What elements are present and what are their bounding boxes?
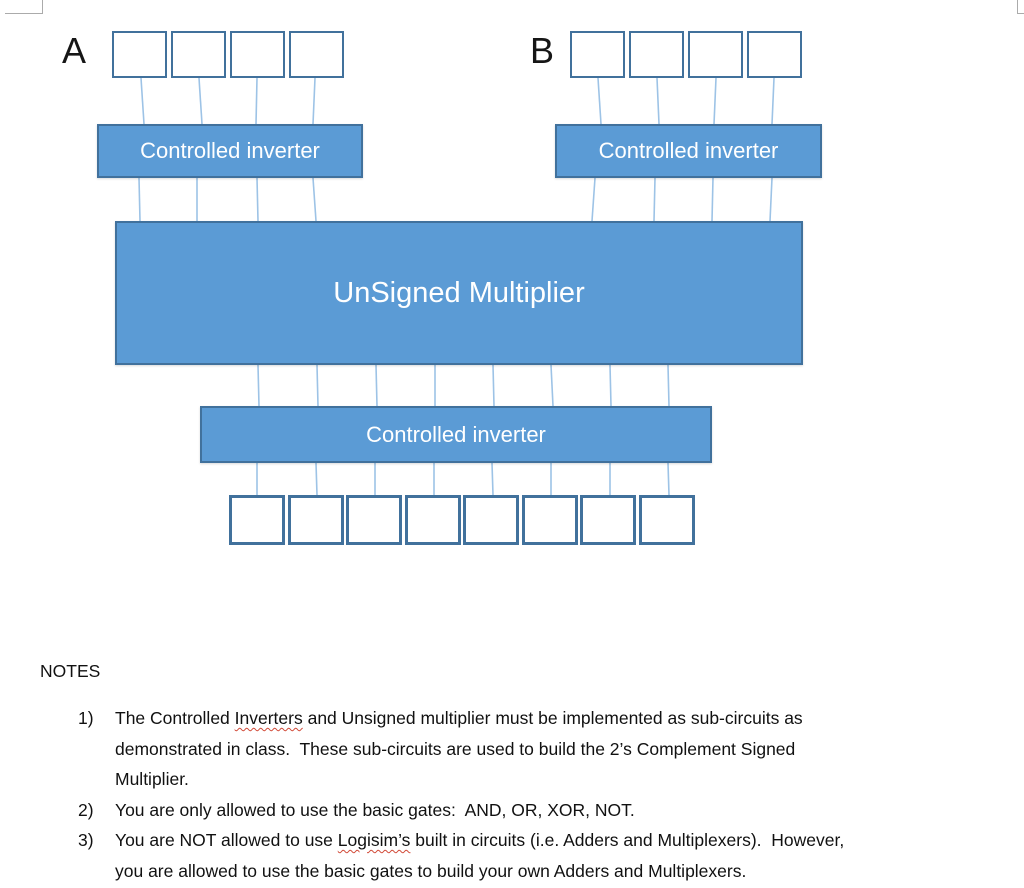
note-line: Multiplier. [115, 769, 189, 789]
bit-box [463, 495, 519, 545]
bit-box [404, 495, 461, 545]
note-line: demonstrated in class. These sub-circuit… [115, 738, 796, 759]
note-text: The Controlled [115, 708, 235, 728]
bit-box [747, 31, 802, 78]
note-line: You are NOT allowed to use Logisim’s bui… [115, 825, 1008, 856]
bit-box [688, 31, 743, 78]
unsigned-multiplier-label: UnSigned Multiplier [333, 276, 585, 309]
controlled-inverter-output-label: Controlled inverter [366, 421, 546, 447]
bit-box [580, 495, 636, 545]
misspelled-word: Inverters [234, 708, 303, 728]
note-line: You are only allowed to use the basic ga… [115, 799, 635, 820]
misspelled-word: Logisim’s [337, 830, 411, 850]
controlled-inverter-b-label: Controlled inverter [598, 138, 779, 163]
bit-box [570, 31, 625, 78]
note-line: The Controlled Inverters and Unsigned mu… [115, 703, 1008, 734]
note-line: you are allowed to use the basic gates t… [115, 860, 747, 881]
bit-box [171, 31, 226, 78]
output-bits [229, 495, 695, 545]
note-number: 2) [78, 799, 94, 820]
bit-box [289, 31, 344, 78]
input-bits-a [112, 31, 344, 78]
notes-list: 1) The Controlled Inverters and Unsigned… [78, 703, 1008, 886]
note-number: 3) [78, 830, 94, 850]
note-text: You are NOT allowed to use [115, 830, 338, 850]
bit-box [629, 31, 684, 78]
bit-box [638, 495, 695, 545]
input-bits-b [570, 31, 802, 78]
controlled-inverter-output-block: Controlled inverter [200, 406, 712, 463]
notes-heading: NOTES [40, 661, 101, 681]
bit-box [346, 495, 402, 545]
bit-box [112, 31, 167, 78]
controlled-inverter-b-block: Controlled inverter [555, 124, 822, 178]
unsigned-multiplier-block: UnSigned Multiplier [115, 221, 803, 365]
note-item-3: 3) You are NOT allowed to use Logisim’s … [78, 825, 1008, 886]
note-item-2: 2) You are only allowed to use the basic… [78, 795, 1008, 826]
bit-box [521, 495, 578, 545]
controlled-inverter-a-label: Controlled inverter [140, 138, 320, 163]
note-item-1: 1) The Controlled Inverters and Unsigned… [78, 703, 1008, 795]
controlled-inverter-a-block: Controlled inverter [97, 124, 363, 178]
operand-a-label: A [62, 30, 87, 71]
note-number: 1) [78, 708, 94, 728]
note-text: built in circuits (i.e. Adders and Multi… [410, 830, 845, 850]
note-text: and Unsigned multiplier must be implemen… [302, 708, 803, 728]
operand-b-label: B [530, 30, 555, 71]
bit-box [230, 31, 285, 78]
bit-box [229, 495, 285, 545]
bit-box [287, 495, 344, 545]
